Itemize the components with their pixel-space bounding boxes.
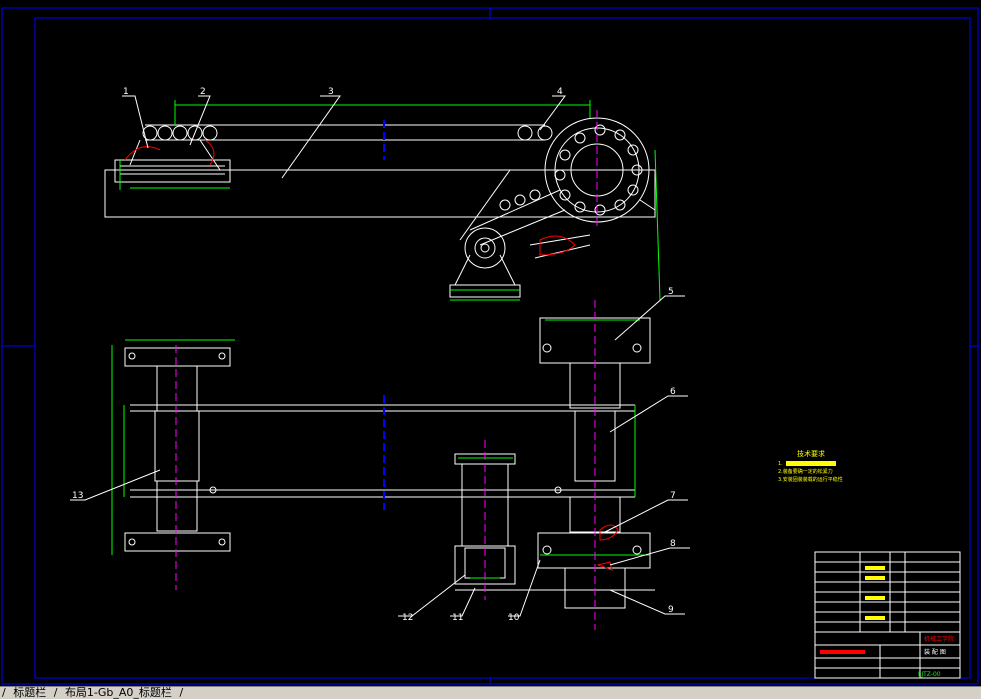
tab-layout1[interactable]: 布局1-Gb_A0_标题栏 <box>64 686 172 699</box>
part-number: 1 <box>123 87 129 97</box>
tech-req-title: 技术要求 <box>797 449 825 458</box>
part-number: 4 <box>557 87 563 97</box>
title-block-school: 机械工学院 <box>924 635 954 643</box>
section-hatching-bottom <box>596 524 619 571</box>
title-block-text: 机械工学院 装 配 图 LJTZ-00 <box>918 635 954 678</box>
part-number: 13 <box>72 491 83 501</box>
part-number: 3 <box>328 87 334 97</box>
dimensions-top <box>119 100 661 301</box>
title-block-name: 装 配 图 <box>924 648 946 656</box>
bottom-view <box>124 317 655 609</box>
part-number: 7 <box>670 491 676 501</box>
inner-border <box>34 17 971 679</box>
part-number: 11 <box>452 613 463 623</box>
part-number: 10 <box>508 613 520 623</box>
outer-border <box>1 7 979 685</box>
technical-requirements: 技术要求 1. 2.装备要确一定的松紧力 3.安装固装装载的运行平稳性 <box>778 449 843 483</box>
part-number: 9 <box>668 605 674 615</box>
tab-separator: / <box>179 686 184 699</box>
tab-model[interactable]: 标题栏 <box>13 686 47 699</box>
layout-tab-bar: / 标题栏 / 布局1-Gb_A0_标题栏 / <box>0 686 981 699</box>
base-plate <box>104 169 656 218</box>
section-hatching-top <box>124 139 576 256</box>
title-block-drawing-number: LJTZ-00 <box>918 671 941 678</box>
tab-separator: / <box>2 686 6 699</box>
top-view <box>104 117 656 298</box>
tab-separator: / <box>53 686 58 699</box>
part-number: 2 <box>200 87 206 97</box>
part-number: 5 <box>668 287 674 297</box>
tech-req-item: 3.安装固装装载的运行平稳性 <box>778 476 843 483</box>
title-block-fills <box>820 566 885 654</box>
part-number: 8 <box>670 539 676 549</box>
part-labels: 1 2 3 4 5 6 7 8 9 10 11 12 13 <box>72 87 676 623</box>
leader-lines <box>70 95 690 617</box>
title-block <box>814 551 961 679</box>
tech-req-item: 1. <box>778 461 783 467</box>
tech-req-highlight <box>786 461 836 466</box>
tech-req-item: 2.装备要确一定的松紧力 <box>778 468 833 475</box>
dimensions-bottom <box>111 319 650 579</box>
part-number: 6 <box>670 387 676 397</box>
part-number: 12 <box>402 613 413 623</box>
left-mount <box>114 159 231 183</box>
